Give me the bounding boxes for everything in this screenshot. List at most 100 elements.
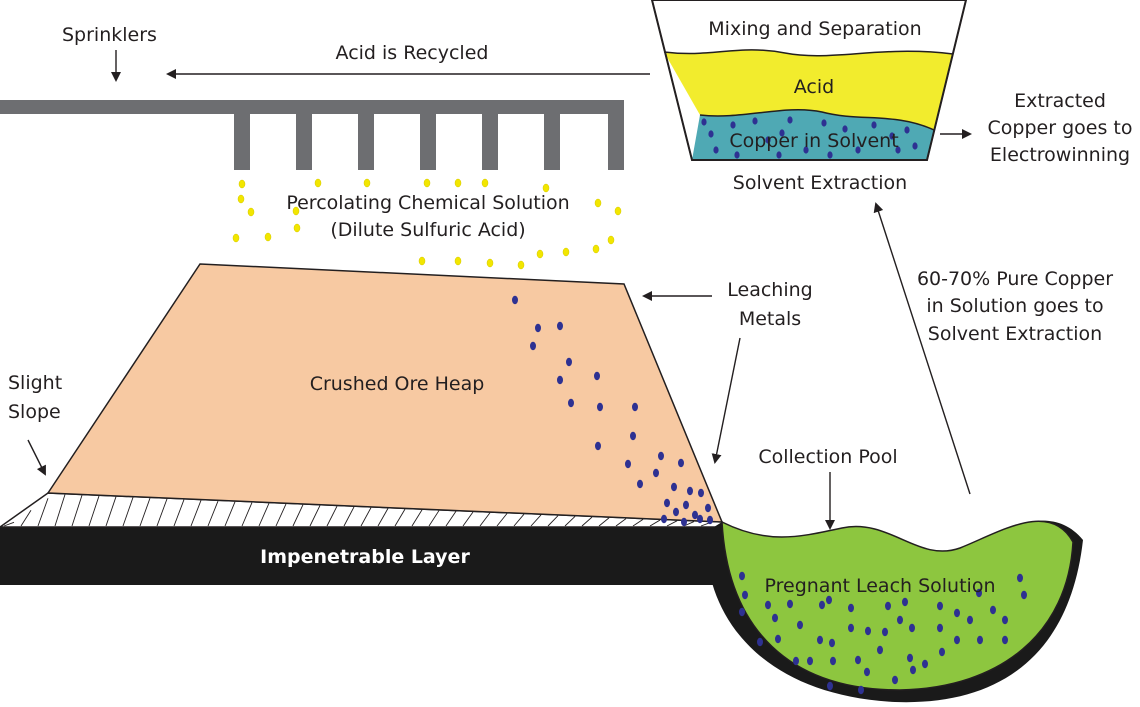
- acid-droplet-8: [314, 178, 322, 188]
- copper-particle-heap-7: [594, 371, 600, 381]
- copper-particle-pool-26: [1017, 573, 1023, 583]
- extracted-label-line1: Extracted: [1014, 90, 1106, 112]
- hatch-line-30: [496, 513, 508, 527]
- copper-particle-pool-27: [1021, 590, 1027, 600]
- copper-particle-pool-13: [855, 655, 861, 665]
- sprinkler-nozzle-1: [234, 114, 250, 170]
- copper-particle-pool-12: [807, 656, 813, 666]
- copper-particle-heap-20: [698, 488, 704, 498]
- separation-tank: [650, 0, 968, 161]
- copper-particle-tank-5: [752, 117, 758, 125]
- copper-particle-heap-12: [630, 431, 636, 441]
- copper-particle-pool-35: [977, 635, 983, 645]
- acid-droplet-10: [423, 178, 431, 188]
- acid-droplet-3: [247, 207, 255, 217]
- copper-particle-heap-16: [637, 479, 643, 489]
- copper-particle-heap-25: [673, 507, 679, 517]
- copper-particle-pool-23: [976, 588, 982, 598]
- hatch-line-3: [37, 498, 49, 527]
- copper-particle-pool-30: [922, 659, 928, 669]
- copper-particle-heap-3: [557, 321, 563, 331]
- copper-particle-pool-2: [742, 590, 748, 600]
- copper-particle-pool-21: [954, 608, 960, 618]
- percolating-label-line1: Percolating Chemical Solution: [286, 192, 569, 214]
- slope-liner: [0, 492, 723, 528]
- hatch-line-26: [428, 510, 440, 527]
- sprinkler-nozzle-5: [482, 114, 498, 170]
- slight-slope-arrow: [27, 439, 46, 476]
- copper-particle-tank-4: [734, 151, 740, 159]
- acid-layer-top-line: [663, 49, 954, 57]
- copper-particle-pool-29: [939, 647, 945, 657]
- copper-particle-pool-41: [827, 681, 833, 691]
- acid-droplet-15: [614, 206, 622, 216]
- acid-droplet-18: [486, 258, 494, 268]
- hatch-line-24: [394, 508, 406, 527]
- copper-particle-heap-10: [632, 402, 638, 412]
- acid-droplet-2: [237, 194, 245, 204]
- collection-pool: [705, 520, 1083, 703]
- slight-slope-label-line2: Slope: [8, 401, 61, 423]
- copper-particle-heap-22: [692, 510, 698, 520]
- hatch-line-5: [71, 495, 83, 527]
- sprinkler-nozzles: [234, 114, 624, 170]
- acid-recycled-label: Acid is Recycled: [336, 42, 489, 64]
- sprinkler-pipe: [0, 100, 624, 114]
- copper-particle-heap-18: [671, 482, 677, 492]
- sprinklers-label: Sprinklers: [62, 24, 157, 46]
- copper-particle-pool-24: [990, 605, 996, 615]
- solvent-extraction-label: Solvent Extraction: [733, 172, 907, 194]
- hatch-line-7: [105, 496, 117, 527]
- hatch-line-32: [530, 514, 542, 527]
- hatch-line-4: [54, 494, 66, 527]
- copper-particle-heap-28: [707, 515, 713, 525]
- hatch-line-9: [139, 497, 151, 527]
- acid-droplet-13: [542, 183, 550, 193]
- copper-particle-tank-7: [779, 129, 785, 137]
- labels: Sprinklers Acid is Recycled Mixing and S…: [8, 18, 1132, 597]
- acid-droplet-17: [454, 256, 462, 266]
- copper-particle-heap-21: [705, 503, 711, 513]
- slight-slope-label-line1: Slight: [8, 372, 62, 394]
- copper-particle-tank-20: [827, 151, 833, 159]
- copper-particle-pool-28: [1002, 635, 1008, 645]
- acid-label: Acid: [794, 76, 834, 98]
- copper-particle-pool-11: [793, 656, 799, 666]
- copper-particle-pool-44: [757, 637, 763, 647]
- hatch-line-19: [309, 505, 321, 527]
- copper-particle-tank-15: [904, 126, 910, 134]
- copper-particle-pool-18: [909, 623, 915, 633]
- acid-droplet-14: [594, 198, 602, 208]
- copper-particle-pool-20: [937, 601, 943, 611]
- copper-particle-pool-31: [877, 645, 883, 655]
- pure-copper-label-line1: 60-70% Pure Copper: [917, 268, 1113, 290]
- copper-particle-tank-11: [842, 125, 848, 133]
- hatch-line-33: [547, 515, 559, 527]
- copper-particle-heap-4: [530, 341, 536, 351]
- copper-particle-pool-3: [739, 607, 745, 617]
- copper-particle-pool-9: [829, 638, 835, 648]
- copper-particle-pool-16: [882, 627, 888, 637]
- hatch-line-21: [343, 506, 355, 527]
- hatch-line-13: [207, 500, 219, 527]
- sprinkler-nozzle-6: [544, 114, 560, 170]
- hatch-line-12: [190, 500, 202, 527]
- hatch-line-14: [224, 501, 236, 527]
- copper-particle-pool-40: [937, 623, 943, 633]
- impenetrable-layer-label: Impenetrable Layer: [260, 546, 470, 568]
- hatch-line-6: [88, 495, 100, 527]
- copper-particle-heap-26: [661, 514, 667, 524]
- copper-particle-tank-18: [895, 146, 901, 154]
- pure-copper-label-line2: in Solution goes to: [926, 295, 1103, 317]
- copper-in-solvent-label: Copper in Solvent: [729, 130, 898, 152]
- copper-particle-tank-3: [730, 121, 736, 129]
- copper-particle-pool-15: [865, 626, 871, 636]
- hatch-line-35: [581, 516, 593, 527]
- percolating-label-line2: (Dilute Sulfuric Acid): [330, 219, 525, 241]
- acid-droplet-7: [293, 223, 301, 233]
- copper-particle-tank-17: [701, 118, 707, 126]
- acid-droplet-21: [562, 247, 570, 257]
- hatch-line-29: [479, 512, 491, 527]
